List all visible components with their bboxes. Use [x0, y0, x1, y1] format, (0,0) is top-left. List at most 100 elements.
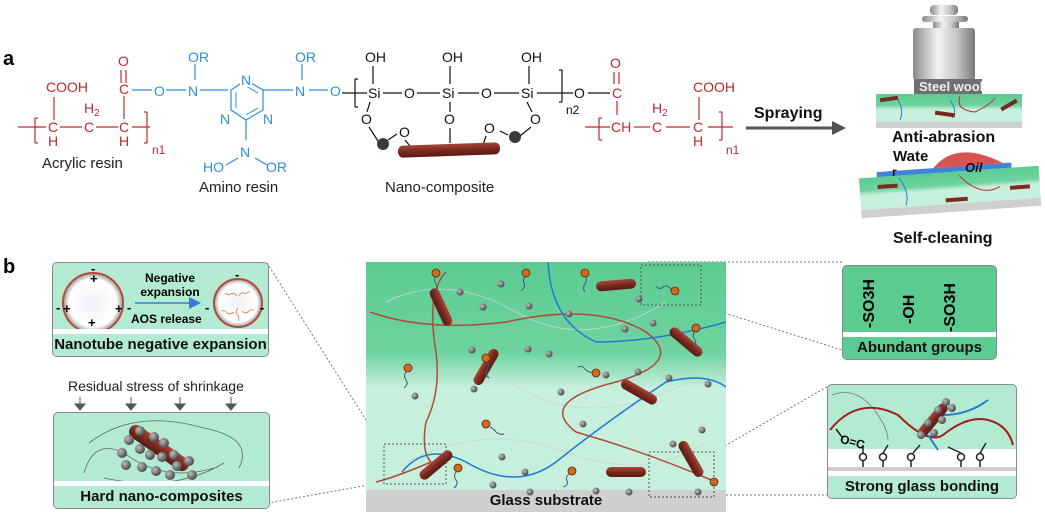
- hard-nanocomposites-card: Hard nano-composites: [53, 412, 270, 509]
- right-acrylic-h2-sub: 2: [662, 108, 668, 119]
- plus-sign-bottom: +: [88, 315, 96, 330]
- group-sulfonic-2: -SO3H: [942, 283, 959, 332]
- siloxane-structure: Si OH O Si OH O Si OH n2 O O O O O O: [342, 49, 610, 147]
- amino-or-right: OR: [295, 49, 316, 65]
- si-o-lower-5: O: [484, 120, 495, 136]
- coating-cross-section: Glass substrate: [366, 261, 727, 512]
- minus-sign: -: [91, 262, 96, 276]
- abundant-groups-title: Abundant groups: [843, 332, 996, 359]
- group-hydroxyl: -OH: [901, 294, 918, 324]
- minus-sign: -: [235, 267, 240, 282]
- minus-sign: -: [260, 300, 265, 315]
- nanotube-clusters: [419, 278, 704, 480]
- acrylic-resin-structure: C H C H 2 C H COOH C O n1: [18, 53, 166, 157]
- plus-sign-left: +: [63, 301, 71, 316]
- amino-ho: HO: [203, 159, 224, 175]
- hard-card-title: Hard nano-composites: [54, 481, 269, 508]
- minus-sign: -: [205, 300, 210, 315]
- nanotube-card-title: Nanotube negative expansion: [53, 329, 268, 356]
- acrylic-c1: C: [48, 119, 58, 135]
- right-acrylic-h3: H: [693, 133, 703, 149]
- minus-sign: -: [56, 300, 61, 315]
- glass-substrate: [366, 490, 726, 512]
- right-acrylic-h2: H: [652, 100, 662, 116]
- amino-n-bottom: N: [240, 144, 250, 160]
- amino-or-bottom: OR: [266, 159, 287, 175]
- si-o-lower-1: O: [361, 111, 372, 127]
- glass-bonding-card: O=C Strong glass bonding: [827, 384, 1017, 499]
- si-o-lower-3: O: [444, 111, 455, 127]
- acrylic-n1: n1: [152, 143, 166, 157]
- amino-o-right: O: [330, 83, 341, 99]
- oh-3: OH: [521, 49, 542, 65]
- right-acrylic-n1: n1: [726, 143, 740, 157]
- abundant-groups-card: -SO3H -OH -SO3H Abundant groups: [842, 265, 997, 360]
- nanotube-cross-section-after: [213, 278, 263, 328]
- nanoparticle-2: [509, 131, 521, 143]
- acrylic-resin-structure-right: C O CH H 2 C C H COOH n1: [585, 55, 740, 157]
- arrow-label-expansion: expansion: [140, 285, 200, 299]
- acrylic-c-carbonyl: C: [119, 81, 129, 97]
- anti-abrasion-illustration: Steel wool: [876, 5, 1022, 128]
- hard-nanocomposite-diagram: [83, 420, 243, 483]
- glass-bonding-title: Strong glass bonding: [828, 471, 1016, 498]
- arrow-label-aos-release: AOS release: [131, 312, 202, 326]
- glass-bonding-diagram: [828, 392, 1016, 475]
- steel-wool-label: Steel wool: [919, 79, 983, 94]
- self-cleaning-label: Self-cleaning: [893, 230, 993, 247]
- amino-resin-structure: O N OR N N N N OR O N HO OR: [132, 49, 341, 175]
- amino-o-left: O: [154, 83, 165, 99]
- right-acrylic-c2: C: [652, 119, 662, 135]
- si-o-2: O: [481, 85, 492, 101]
- acrylic-chains: [369, 271, 717, 483]
- nanotube-expansion-card: + + + + - - - - - - - Negative expansion…: [52, 262, 269, 357]
- acrylic-h2-sub: 2: [94, 108, 100, 119]
- amino-n-left: N: [188, 83, 198, 99]
- nanoparticles: [411, 280, 712, 496]
- panel-b-label: b: [3, 256, 16, 278]
- ester-o: O: [574, 85, 585, 101]
- coating-illustration: [366, 261, 727, 512]
- right-acrylic-cooh: COOH: [693, 79, 735, 95]
- nanoparticle-1: [377, 138, 389, 150]
- acrylic-resin-label: Acrylic resin: [42, 155, 123, 172]
- panel-a-label: a: [3, 48, 15, 70]
- triazine-n-left: N: [220, 111, 230, 127]
- acrylic-h2: H: [84, 100, 94, 116]
- nanotube-expansion-diagram: [62, 272, 263, 333]
- amino-resin-label: Amino resin: [199, 179, 278, 196]
- plus-sign-top: +: [90, 271, 98, 286]
- residual-stress-label: Residual stress of shrinkage: [68, 378, 244, 394]
- si-o-lower-4: O: [530, 111, 541, 127]
- plus-sign-right: +: [115, 301, 123, 316]
- oh-2: OH: [442, 49, 463, 65]
- panel-a-chemistry: C H C H 2 C H COOH C O n1 Acrylic resin …: [18, 5, 1042, 247]
- self-cleaning-illustration: [858, 152, 1042, 219]
- si-o-1: O: [404, 85, 415, 101]
- aos-surfactants: [403, 268, 719, 489]
- right-acrylic-c3: C: [693, 119, 703, 135]
- amino-or-left: OR: [188, 49, 209, 65]
- nano-composite-label: Nano-composite: [385, 179, 494, 196]
- zoom-region-boxes: [383, 264, 715, 498]
- acrylic-c2: C: [84, 119, 94, 135]
- group-sulfonic-1: -SO3H: [861, 279, 878, 328]
- oh-1: OH: [365, 49, 386, 65]
- right-acrylic-c: C: [612, 85, 622, 101]
- amino-n-right: N: [295, 83, 305, 99]
- minus-sign: -: [127, 300, 132, 315]
- oil-label: Oil: [965, 160, 983, 175]
- triazine-n-right: N: [263, 111, 273, 127]
- si-3: Si: [521, 85, 533, 101]
- water-label: Wate: [893, 148, 928, 165]
- spraying-label: Spraying: [754, 105, 822, 122]
- nanotube-illustration: [397, 142, 501, 158]
- right-acrylic-ch: CH: [611, 119, 631, 135]
- water-label-r: r: [892, 165, 897, 179]
- nanotube-cross-section-before: [62, 272, 124, 333]
- arrow-label-negative: Negative: [144, 271, 196, 285]
- acrylic-o-carbonyl: O: [118, 53, 129, 69]
- triazine-n-top: N: [241, 72, 251, 88]
- acrylic-h1: H: [48, 133, 58, 149]
- glass-substrate-label: Glass substrate: [489, 492, 603, 509]
